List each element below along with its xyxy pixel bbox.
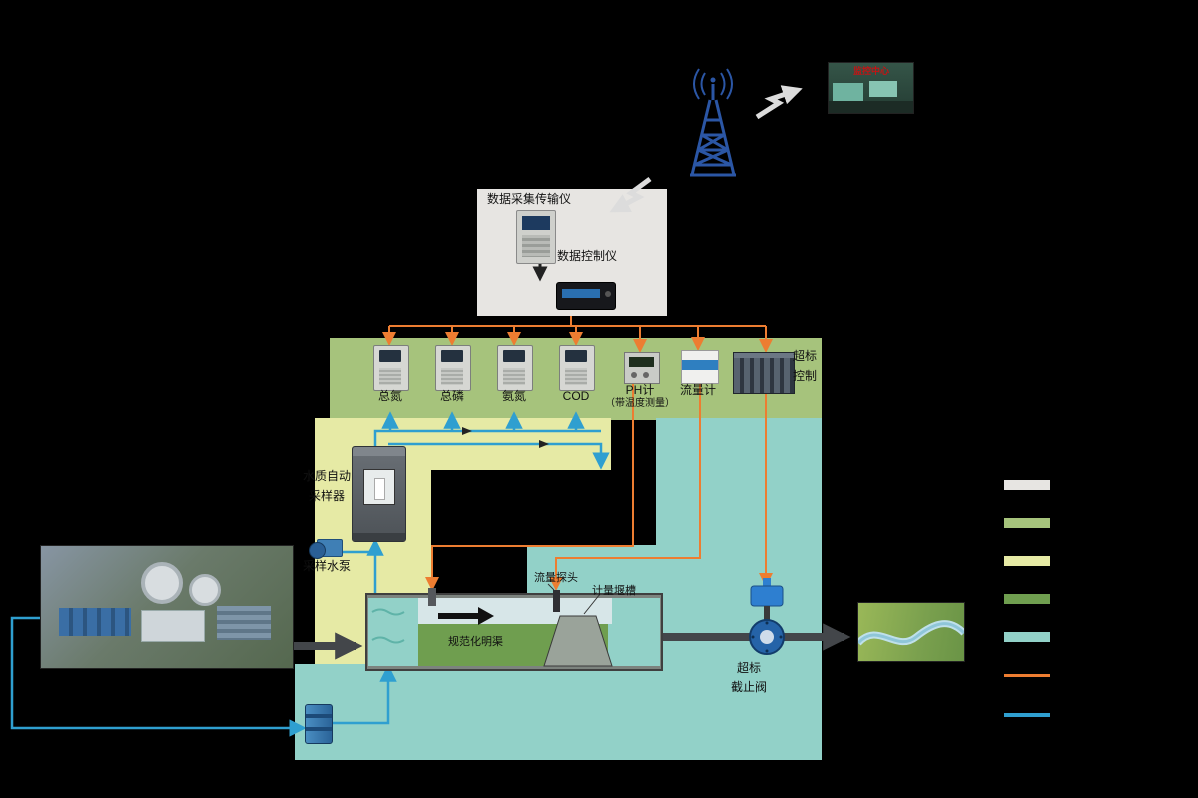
legend-blue-water-line [1004, 713, 1050, 717]
drain-pump-device [305, 704, 333, 744]
channel-flow-arrow [438, 607, 494, 625]
legend-green-panel-swatch [1004, 518, 1050, 528]
device-knob [605, 291, 611, 297]
auto-sampler-label-1: 水质自动 [303, 469, 352, 483]
open-channel [365, 583, 663, 671]
weir-label: 计量堰槽 [592, 585, 636, 597]
analyzer-label-cod: COD [562, 389, 590, 403]
flow-probe [553, 590, 560, 612]
radio-tower-icon [690, 68, 736, 177]
analyzer-cabinet-tn [373, 345, 409, 391]
ph-meter-note: （带温度测量） [605, 398, 675, 409]
analyzer-cabinet-nh3 [497, 345, 533, 391]
analyzer-label-nh3: 氨氮 [501, 389, 526, 403]
exceed-controller-device [733, 352, 795, 394]
analyzer-cabinet-cod [559, 345, 595, 391]
sampling-pump-label: 采样水泵 [303, 559, 352, 573]
device-screen [522, 216, 550, 230]
analyzer-label-tp: 总磷 [439, 389, 464, 403]
ph-probe [428, 588, 436, 606]
auto-sampler-label-2: 采样器 [309, 489, 346, 503]
data-collector-device [516, 210, 556, 264]
monitoring-center-photo: 监控中心 [828, 62, 914, 114]
flow-meter-label: 流量计 [679, 383, 716, 397]
flow-direction-ticks [462, 427, 549, 448]
device-label-band [682, 360, 718, 370]
lightning-icon [609, 176, 652, 213]
ph-meter-label: PH计 [625, 383, 655, 397]
weir [543, 615, 613, 667]
river-curve [858, 620, 964, 646]
legend-orange-signal-line [1004, 674, 1050, 677]
auto-sampler-device [352, 446, 406, 542]
lightning-icon [755, 85, 803, 120]
shutoff-valve [749, 578, 785, 655]
analyzer-cabinet-tp [435, 345, 471, 391]
treatment-plant-photo [40, 545, 294, 669]
sampling-pump-device [309, 536, 345, 562]
channel-label: 规范化明渠 [448, 636, 503, 648]
ph-meter-device [624, 352, 660, 384]
signal-lines-orange [382, 316, 773, 591]
legend-yellow-panel-swatch [1004, 556, 1050, 566]
river-photo [857, 602, 965, 662]
lightning-icons [609, 85, 803, 213]
sampler-window [363, 469, 395, 505]
flow-meter-device [681, 350, 719, 384]
legend-teal-panel-swatch [1004, 632, 1050, 642]
device-front-stripe [562, 289, 600, 298]
data-controller-label: 数据控制仪 [557, 249, 618, 263]
legend-dark-green-swatch [1004, 594, 1050, 604]
flow-probe-label: 流量探头 [534, 572, 578, 584]
data-collector-label: 数据采集传输仪 [487, 192, 572, 206]
data-controller-device [556, 282, 616, 310]
exceed-controller-label-2: 控制 [793, 369, 818, 383]
legend-gray-panel-swatch [1004, 480, 1050, 490]
device-screen [629, 357, 654, 367]
analyzer-label-tn: 总氮 [377, 389, 402, 403]
exceed-controller-label-1: 超标 [793, 349, 818, 363]
water-lines-blue [10, 411, 610, 737]
shutoff-valve-label-2: 截止阀 [731, 680, 768, 694]
monitoring-center-caption: 监控中心 [852, 66, 889, 76]
device-keypad [522, 235, 550, 257]
shutoff-valve-label-1: 超标 [737, 661, 762, 675]
